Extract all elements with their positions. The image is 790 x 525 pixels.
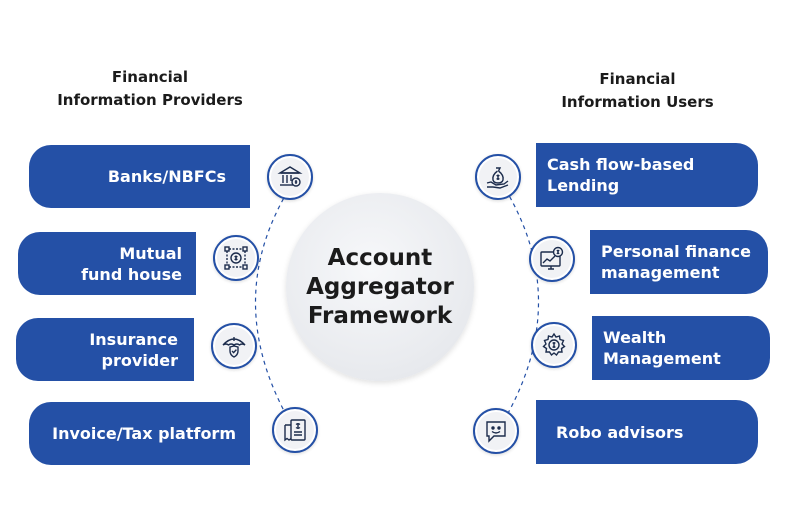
provider-mutual-label-2: fund house bbox=[81, 264, 182, 284]
invoice-icon bbox=[272, 407, 318, 453]
user-pfm-label-2: management bbox=[601, 263, 720, 282]
user-personal-finance: Personal finance management bbox=[590, 230, 768, 294]
center-circle: Account Aggregator Framework bbox=[286, 193, 474, 381]
provider-insurance-label-2: provider bbox=[101, 350, 178, 370]
chatbot-icon bbox=[473, 408, 519, 454]
network-money-icon bbox=[213, 235, 259, 281]
center-title-line-2: Aggregator bbox=[306, 273, 454, 300]
user-cashflow-label-1: Cash flow-based bbox=[547, 155, 695, 174]
right-connector-arc bbox=[496, 175, 539, 433]
center-title: Account Aggregator Framework bbox=[306, 244, 454, 331]
user-wealth-label-2: Management bbox=[603, 349, 721, 368]
center-title-line-1: Account bbox=[327, 244, 433, 271]
money-bag-hand-icon bbox=[475, 154, 521, 200]
users-heading: Financial Information Users bbox=[530, 68, 745, 114]
providers-heading-line-1: Financial bbox=[111, 68, 189, 86]
chart-monitor-icon bbox=[529, 236, 575, 282]
left-connector-arc bbox=[255, 177, 297, 433]
providers-heading-line-2: Information Providers bbox=[57, 91, 243, 109]
gear-dollar-icon bbox=[531, 322, 577, 368]
umbrella-shield-icon bbox=[211, 323, 257, 369]
user-robo-label: Robo advisors bbox=[556, 422, 684, 442]
provider-invoice-tax: Invoice/Tax platform bbox=[29, 402, 250, 465]
users-heading-line-1: Financial bbox=[599, 70, 676, 88]
provider-mutual-fund: Mutual fund house bbox=[18, 232, 196, 295]
user-pfm-label-1: Personal finance bbox=[601, 242, 751, 261]
bank-icon bbox=[267, 154, 313, 200]
user-cash-flow-lending: Cash flow-based Lending bbox=[536, 143, 758, 207]
provider-insurance: Insurance provider bbox=[16, 318, 194, 381]
provider-invoice-label: Invoice/Tax platform bbox=[52, 424, 236, 443]
user-wealth-label-1: Wealth bbox=[603, 328, 667, 347]
user-cashflow-label-2: Lending bbox=[547, 176, 620, 195]
provider-mutual-label-1: Mutual bbox=[119, 243, 182, 263]
users-heading-line-2: Information Users bbox=[561, 93, 714, 111]
user-wealth-management: Wealth Management bbox=[592, 316, 770, 380]
provider-insurance-label-1: Insurance bbox=[89, 329, 178, 349]
user-robo-advisors: Robo advisors bbox=[536, 400, 758, 464]
providers-heading: Financial Information Providers bbox=[40, 66, 260, 112]
center-title-line-3: Framework bbox=[307, 302, 453, 329]
provider-banks-nbfcs: Banks/NBFCs bbox=[29, 145, 250, 208]
provider-banks-label: Banks/NBFCs bbox=[107, 167, 226, 186]
